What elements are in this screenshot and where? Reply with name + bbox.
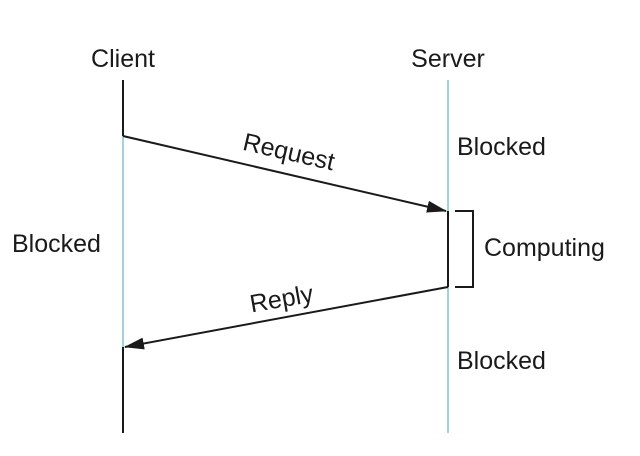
server-computing-label: Computing <box>484 234 605 262</box>
reply-arrow <box>124 286 449 350</box>
request-arrow <box>122 135 447 213</box>
computing-bracket <box>455 210 474 288</box>
client-blocked-label: Blocked <box>12 230 101 258</box>
request-label: Request <box>240 128 337 176</box>
server-blocked-bottom-label: Blocked <box>457 347 546 375</box>
client-label: Client <box>91 45 155 73</box>
server-blocked-top-label: Blocked <box>457 133 546 161</box>
server-label: Server <box>411 45 485 73</box>
